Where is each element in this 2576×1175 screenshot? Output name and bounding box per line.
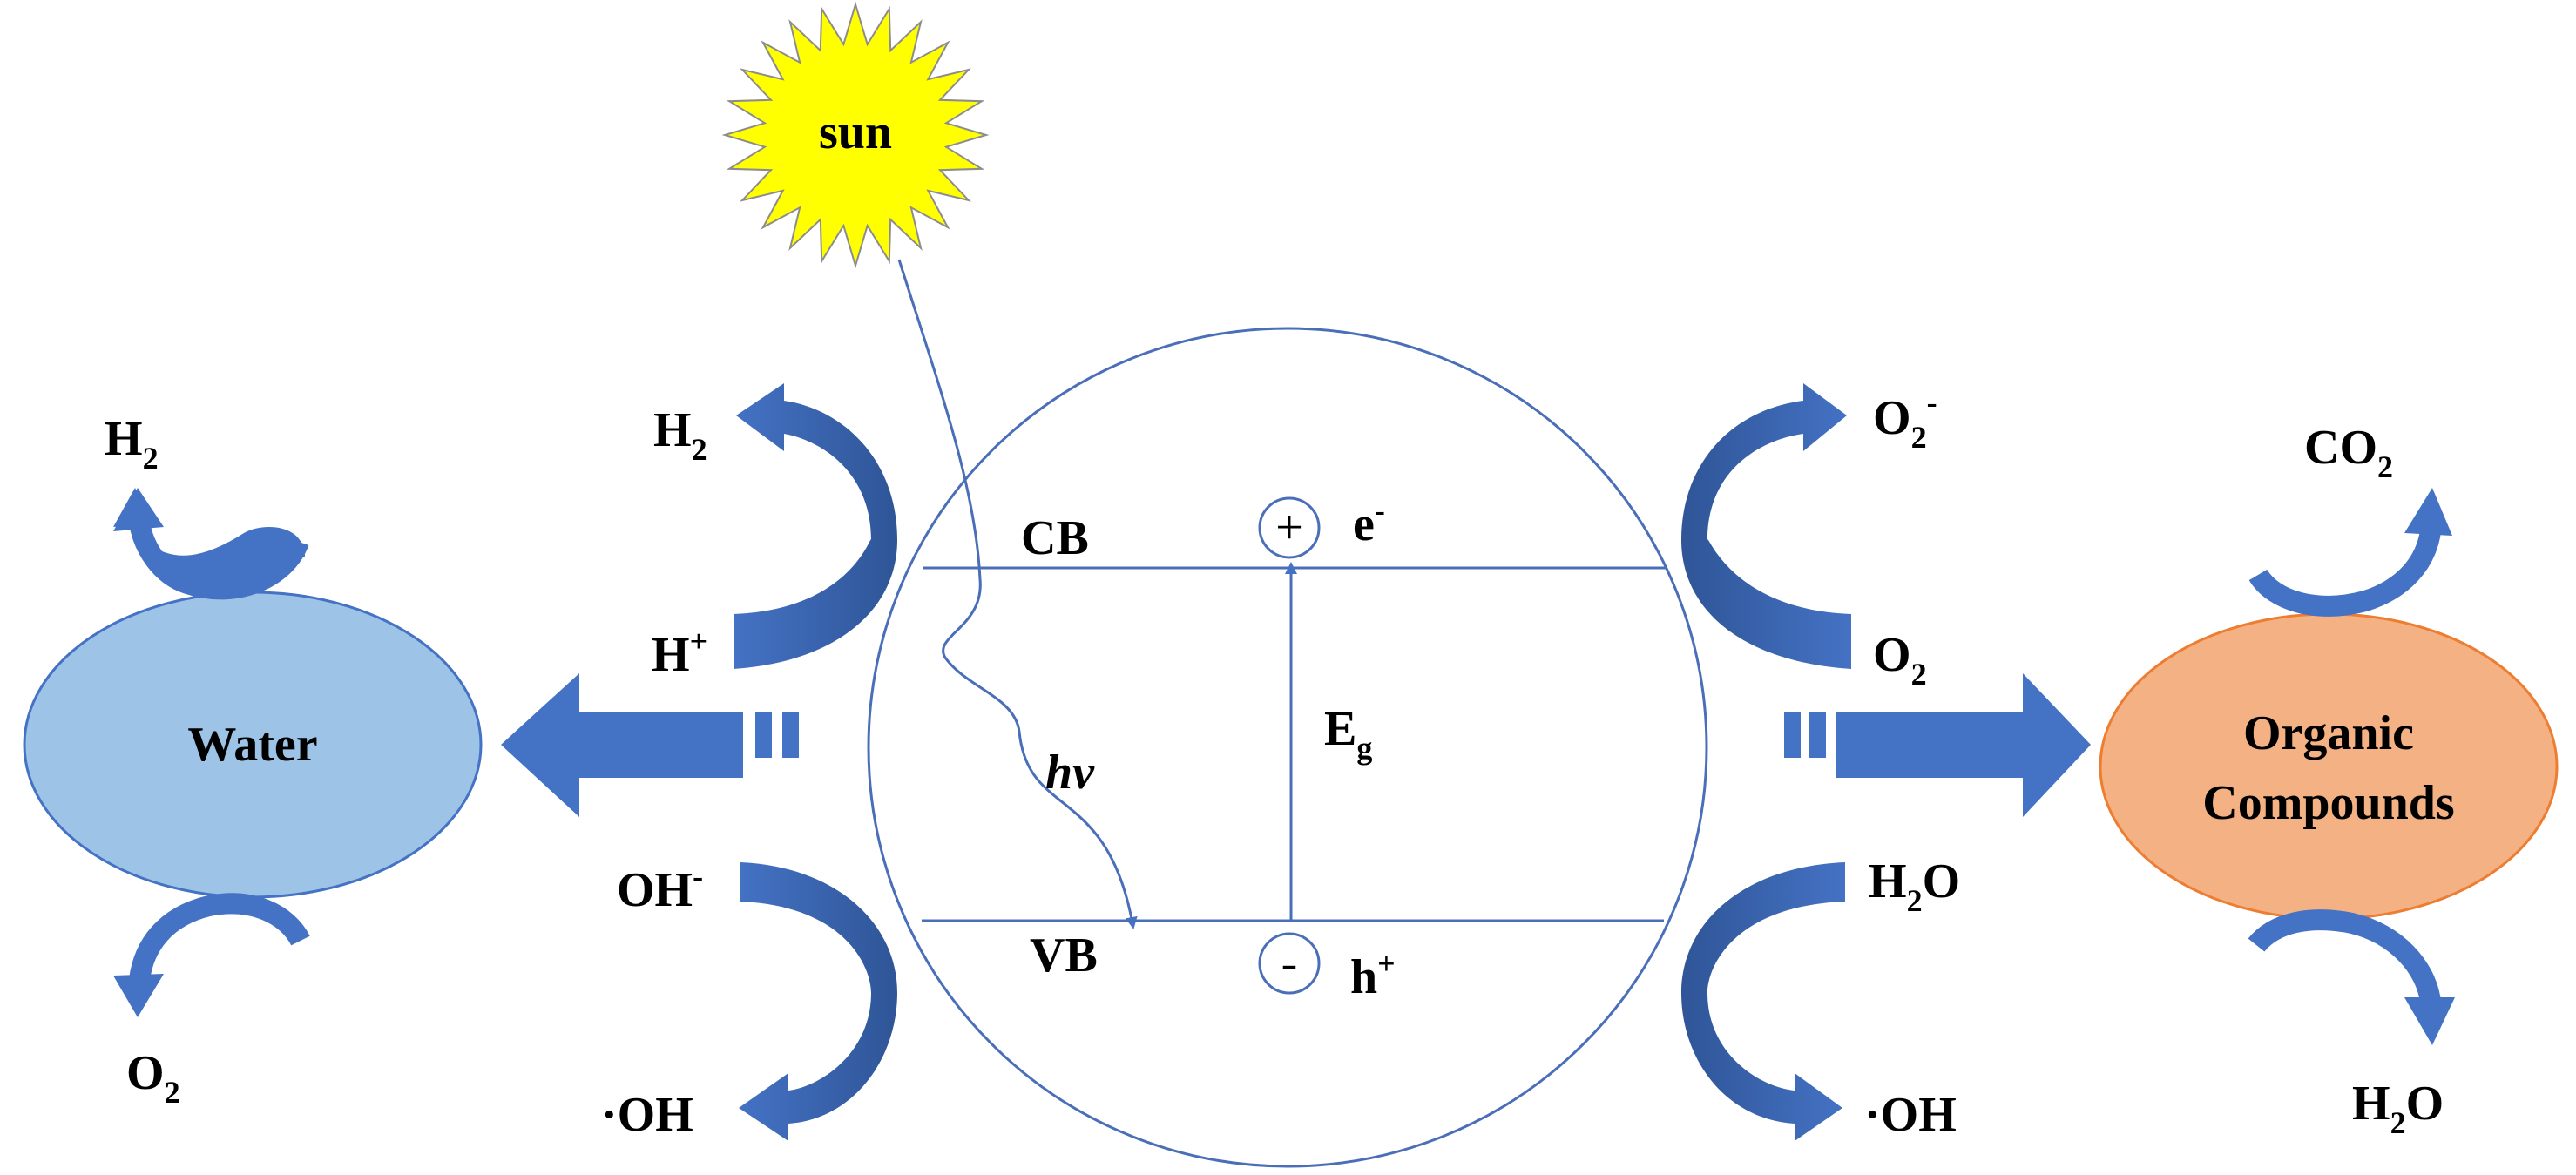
water-label: Water bbox=[187, 718, 317, 772]
left-oh-radical-label: ·OH bbox=[601, 1088, 693, 1142]
organic-label-line1: Organic bbox=[2243, 706, 2414, 760]
water-bottom-arc bbox=[129, 893, 310, 982]
right-h2o-label: H2O bbox=[1869, 854, 1960, 918]
sun-label: sun bbox=[819, 105, 892, 159]
o2-minus-label: O2- bbox=[1873, 385, 1937, 455]
organic-top-arrowhead bbox=[2404, 488, 2452, 536]
h-plus-to-h2-arrow bbox=[734, 383, 897, 669]
cb-charge-symbol: + bbox=[1275, 501, 1303, 555]
sun-burst-icon bbox=[721, 1, 990, 269]
o2-label: O2 bbox=[1873, 628, 1927, 692]
h-plus-label: H+ bbox=[652, 624, 707, 682]
vb-charge-symbol: - bbox=[1281, 936, 1298, 990]
h2o-to-oh-arrow bbox=[1681, 862, 1845, 1141]
o2-to-o2-minus-arrow bbox=[1681, 383, 1851, 669]
photon-path bbox=[897, 259, 1138, 929]
left-h2-label: H2 bbox=[653, 403, 707, 467]
cb-label: CB bbox=[1021, 511, 1089, 565]
organic-h2o-label: H2O bbox=[2352, 1077, 2444, 1140]
hole-label: h+ bbox=[1350, 946, 1396, 1004]
organic-ellipse bbox=[2099, 612, 2559, 921]
right-flow-arrow bbox=[1784, 673, 2091, 817]
organic-bottom-arc bbox=[2248, 909, 2441, 1004]
water-top-arrowhead bbox=[113, 488, 164, 531]
water-o2-label: O2 bbox=[126, 1046, 180, 1110]
oh-minus-to-oh-arrow bbox=[739, 862, 897, 1141]
right-oh-radical-label: ·OH bbox=[1864, 1088, 1957, 1142]
water-h2-label: H2 bbox=[105, 412, 159, 476]
water-top-arc bbox=[129, 520, 309, 600]
vb-label: VB bbox=[1030, 929, 1098, 983]
co2-label: CO2 bbox=[2304, 421, 2393, 484]
cb-charge-circle bbox=[1258, 496, 1321, 559]
photon-label: hv bbox=[1045, 746, 1095, 800]
vb-charge-circle bbox=[1258, 932, 1321, 995]
organic-label-line2: Compounds bbox=[2202, 776, 2454, 830]
semiconductor-particle bbox=[867, 327, 1708, 1168]
electron-label: e- bbox=[1353, 493, 1385, 551]
band-gap-label: Eg bbox=[1324, 702, 1372, 766]
oh-minus-label: OH- bbox=[617, 859, 703, 917]
organic-top-arc bbox=[2248, 529, 2441, 617]
water-bottom-arrowhead bbox=[113, 974, 164, 1017]
left-flow-arrow bbox=[501, 673, 799, 817]
organic-bottom-arrowhead bbox=[2404, 997, 2455, 1045]
